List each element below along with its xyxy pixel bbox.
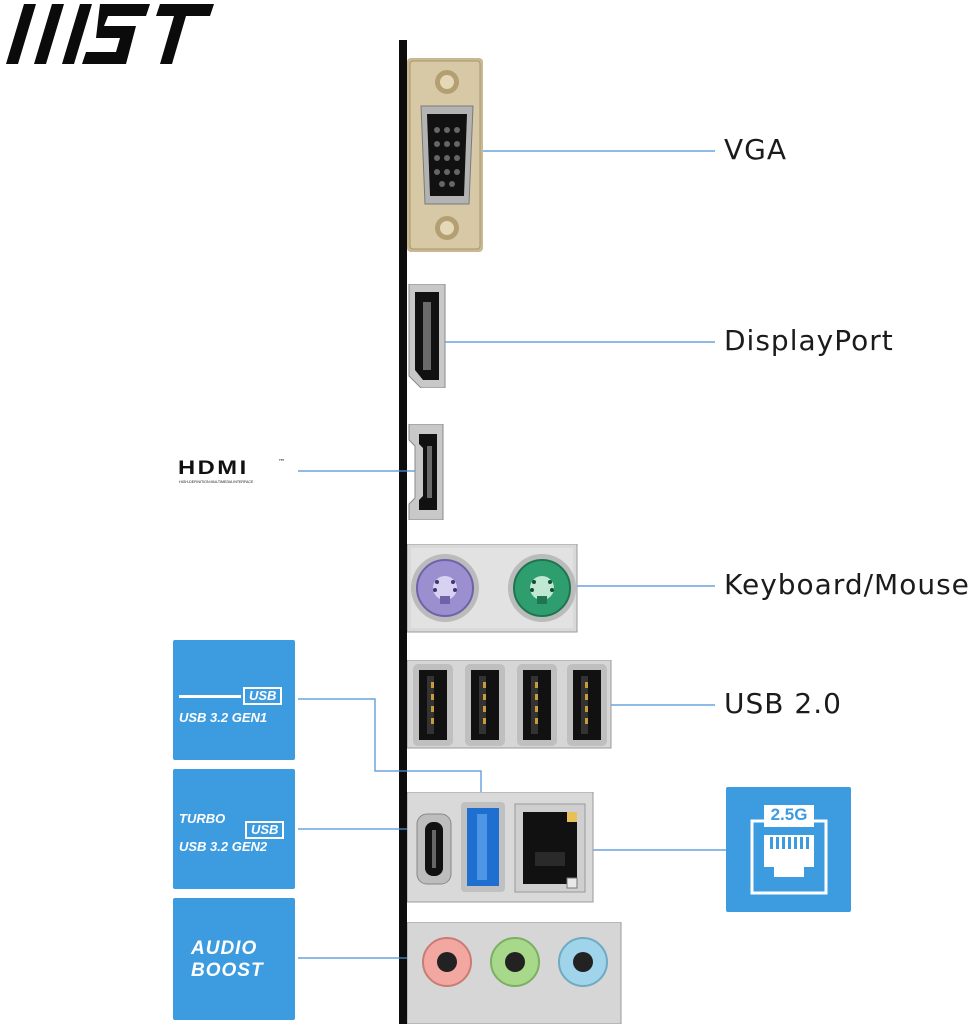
usb-gen1-tag: USB [243, 687, 283, 705]
audio-jacks-icon [407, 922, 622, 1024]
lan-speed: 2.5G [770, 805, 808, 824]
hdmi-logo-text: HDMI [178, 458, 249, 479]
usb-gen2-line: USB 3.2 GEN2 [179, 839, 268, 854]
usb-gen1-speed-line [179, 695, 241, 698]
hdmi-port-icon [408, 424, 444, 520]
lan-icon [750, 805, 828, 895]
msi-logo-icon [6, 4, 214, 64]
vga-port-icon [407, 58, 483, 252]
audio-boost-line1: AUDIO [191, 938, 258, 959]
usb-gen1-badge: USB USB 3.2 GEN1 [173, 640, 295, 760]
usb2-label: USB 2.0 [724, 687, 842, 720]
displayport-label: DisplayPort [724, 324, 894, 357]
usb2-ports-icon [407, 660, 612, 749]
hdmi-logo-icon: HDMI ™ HIGH-DEFINITION MULTIMEDIA INTERF… [178, 458, 288, 488]
usb-gen2-badge: TURBO USB USB 3.2 GEN2 [173, 769, 295, 889]
audio-boost-line2: BOOST [191, 960, 264, 981]
usb-gen2-tag: USB [245, 821, 285, 839]
keyboard-mouse-label: Keyboard/Mouse [724, 568, 968, 601]
usb-gen1-line: USB 3.2 GEN1 [179, 710, 268, 725]
lan-badge: 2.5G [726, 787, 851, 912]
usb-gen2-prefix: TURBO [179, 811, 226, 826]
displayport-port-icon [408, 284, 446, 388]
io-shield-edge [399, 40, 407, 1024]
hdmi-tagline: HIGH-DEFINITION MULTIMEDIA INTERFACE [179, 480, 254, 484]
hdmi-tm: ™ [278, 458, 285, 466]
audio-boost-badge: AUDIO BOOST [173, 898, 295, 1020]
vga-label: VGA [724, 133, 788, 166]
usb-c-usb3-lan-ports-icon [407, 792, 594, 903]
ps2-port-icon [407, 544, 578, 633]
